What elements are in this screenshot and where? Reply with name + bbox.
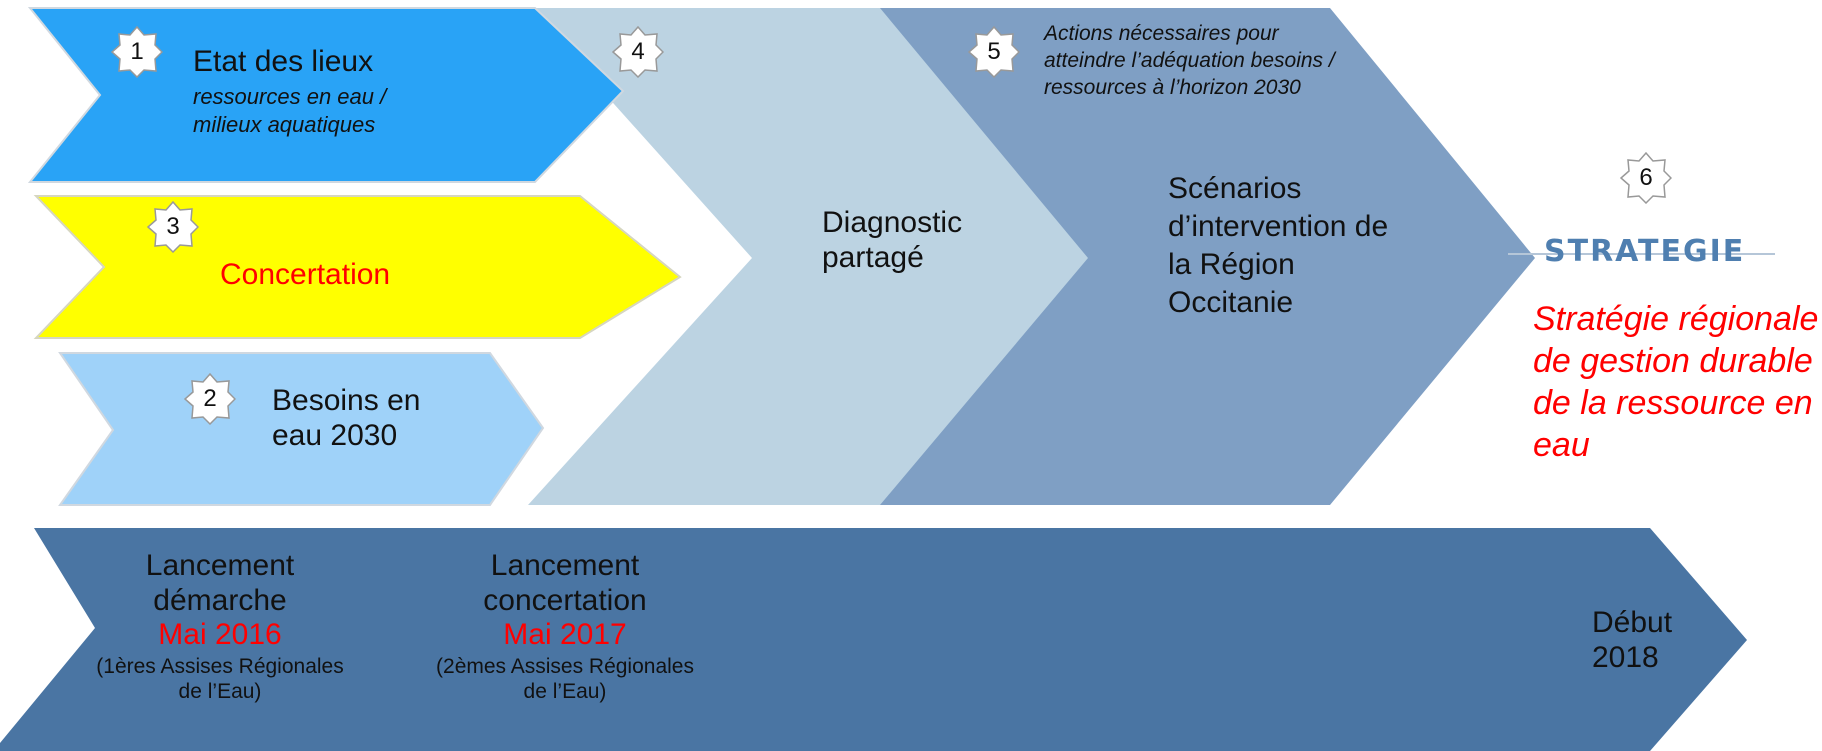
step-5-badge: 5 xyxy=(968,26,1020,78)
step-4-chevron xyxy=(528,8,1088,505)
step-6-title: Stratégie régionale de gestion durable d… xyxy=(1533,300,1819,464)
step-3-arrow xyxy=(33,195,682,339)
milestone-2-label: Lancement concertation xyxy=(483,549,647,617)
step-5-chevron xyxy=(870,8,1535,505)
milestone-1-note: (1ères Assises Régionales de l’Eau) xyxy=(96,655,344,703)
logo-text: STRATEGIE xyxy=(1544,234,1746,269)
step-2-number: 2 xyxy=(203,385,217,412)
step-2-arrow xyxy=(58,352,545,506)
step-2-badge: 2 xyxy=(184,373,236,425)
step-6-number: 6 xyxy=(1639,164,1653,191)
step-1-arrow xyxy=(27,7,625,183)
step-2-title: Besoins en eau 2030 xyxy=(272,384,421,452)
step-1-badge: 1 xyxy=(111,26,163,78)
step-5-number: 5 xyxy=(987,38,1001,65)
step-1-subtitle: ressources en eau / milieux aquatiques xyxy=(193,84,387,137)
step-4-number: 4 xyxy=(631,38,645,65)
step-4-title: Diagnostic partagé xyxy=(822,206,963,274)
milestone-3-label: Début 2018 xyxy=(1592,606,1673,674)
milestone-1-date: Mai 2016 xyxy=(158,618,282,651)
step-5-note: Actions nécessaires pour atteindre l’adé… xyxy=(1044,22,1335,99)
star-badge-icon xyxy=(147,201,199,253)
step-3-title: Concertation xyxy=(220,258,391,291)
step-1-title: Etat des lieux xyxy=(193,45,374,78)
milestone-1: Lancement démarche Mai 2016 (1ères Assis… xyxy=(60,548,380,704)
milestone-1-label: Lancement démarche xyxy=(145,549,295,617)
star-badge-icon xyxy=(1620,152,1672,204)
strategie-logo: STRATEGIE xyxy=(1508,232,1778,276)
step-1-number: 1 xyxy=(130,38,144,65)
star-badge-icon xyxy=(612,26,664,78)
milestone-2-date: Mai 2017 xyxy=(503,618,627,651)
milestone-2: Lancement concertation Mai 2017 (2èmes A… xyxy=(405,548,725,704)
step-4-badge: 4 xyxy=(612,26,664,78)
star-badge-icon xyxy=(184,373,236,425)
star-badge-icon xyxy=(111,26,163,78)
step-5-title: Scénarios d’intervention de la Région Oc… xyxy=(1168,172,1389,319)
star-badge-icon xyxy=(968,26,1020,78)
step-6-badge: 6 xyxy=(1620,152,1672,204)
step-3-badge: 3 xyxy=(147,201,199,253)
step-3-number: 3 xyxy=(166,213,180,240)
milestone-2-note: (2èmes Assises Régionales de l’Eau) xyxy=(436,655,694,703)
timeline-arrow xyxy=(0,528,1747,751)
